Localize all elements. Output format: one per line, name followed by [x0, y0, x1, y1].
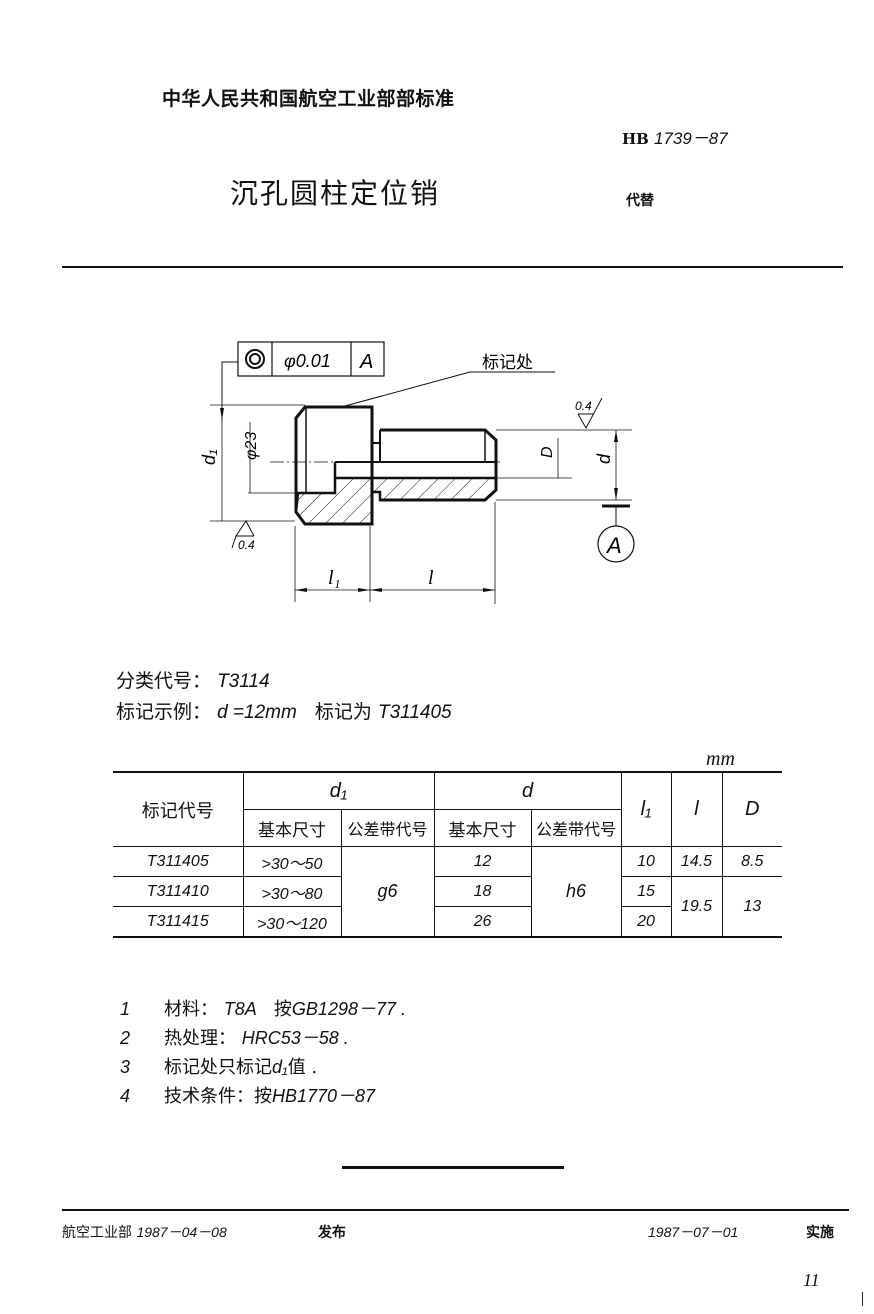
d-tolerance: h6	[530, 846, 622, 938]
header-d1-basic: 基本尺寸	[243, 809, 342, 847]
dim-d1: d₁	[199, 449, 219, 465]
issuing-organization: 中华人民共和国航空工业部部标准	[162, 88, 455, 110]
table-row: T311405 >30～50 g6 12 h6 10 14.5 8.5	[113, 846, 782, 938]
roughness-bottom-value: 0.4	[238, 538, 255, 552]
tolerance-value: φ0.01	[284, 351, 331, 371]
end-rule	[342, 1166, 564, 1169]
effective-label: 实施	[806, 1225, 834, 1241]
standard-prefix: HB	[622, 130, 649, 148]
unit-label: mm	[706, 748, 735, 770]
dim-D: D	[539, 446, 556, 458]
classification-code: 分类代号： T3114	[116, 670, 270, 692]
datum-a-icon: A	[597, 504, 635, 563]
page-number: 11	[803, 1270, 820, 1290]
table-row: T311415 >30～120 26 20	[113, 906, 782, 938]
issue-label: 发布	[318, 1225, 346, 1241]
table-row: T311410 >30～80 18 15 19.5 13	[113, 876, 782, 938]
pin-drawing: φ0.01 A 标记处 d₁ φ23 D d 0.4	[199, 341, 635, 604]
header-d1-tolerance: 公差带代号	[340, 809, 435, 847]
scan-edge-mark	[862, 1292, 863, 1306]
footer-divider	[62, 1209, 849, 1211]
dim-d: d	[594, 453, 614, 464]
header-d1: d₁	[242, 771, 435, 810]
marking-example: 标记示例： d =12mm 标记为 T311405	[116, 701, 452, 723]
datum-label: A	[605, 533, 622, 558]
tolerance-datum: A	[359, 351, 373, 373]
standard-number: HB 1739－87	[622, 124, 728, 149]
roughness-top-value: 0.4	[575, 399, 592, 413]
standard-code: 1739－87	[653, 129, 728, 148]
dim-l1: l₁	[328, 567, 341, 589]
dim-l: l	[428, 567, 434, 589]
header-d-basic: 基本尺寸	[433, 809, 532, 847]
specification-table: 标记代号 d₁ d l₁ l D 基本尺寸 公差带代号 基本尺寸 公差带代号 T…	[113, 771, 782, 938]
header-divider	[62, 266, 843, 268]
dim-phi23: φ23	[243, 432, 260, 460]
header-D: D	[721, 771, 782, 847]
d1-tolerance: g6	[340, 846, 435, 938]
issue-info: 航空工业部 1987－04－08	[62, 1224, 227, 1241]
replaces-label: 代替	[626, 193, 654, 209]
concentricity-icon	[245, 349, 265, 369]
roughness-top-icon: 0.4	[575, 397, 603, 430]
roughness-bottom-icon: 0.4	[231, 520, 255, 552]
marking-location-label: 标记处	[482, 353, 533, 373]
tolerance-frame: φ0.01 A	[220, 341, 385, 420]
header-code: 标记代号	[113, 771, 244, 847]
header-l: l	[670, 771, 723, 847]
document-title: 沉孔圆柱定位销	[230, 177, 441, 210]
header-l1: l₁	[620, 771, 672, 847]
header-d-tolerance: 公差带代号	[530, 809, 621, 847]
header-d: d	[433, 771, 622, 810]
effective-date: 1987－07－01	[648, 1224, 739, 1240]
